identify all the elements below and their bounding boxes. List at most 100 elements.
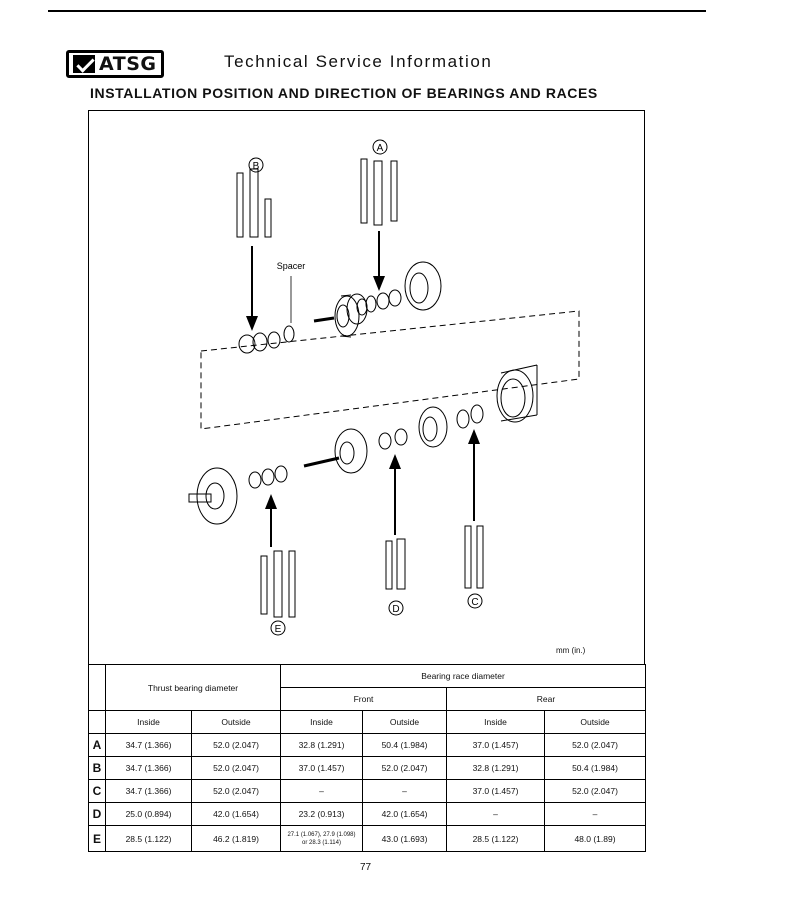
- cell: 43.0 (1.693): [362, 825, 447, 852]
- label-a-circle: [372, 139, 388, 155]
- arrowhead-c: [468, 429, 480, 444]
- planet-gear-bore: [339, 441, 355, 465]
- cell: 28.5 (1.122): [105, 825, 192, 852]
- front-header: Front: [280, 687, 447, 711]
- detail-b-bearing: [249, 168, 259, 238]
- cell: –: [362, 779, 447, 803]
- detail-e-bearing: [273, 550, 283, 618]
- detail-a-race1: [360, 158, 368, 224]
- label-d-circle: [388, 600, 404, 616]
- detail-d-race: [385, 540, 393, 590]
- drum-gear-top: [404, 261, 442, 311]
- label-e-circle: [270, 620, 286, 636]
- drum-gear-top-bore: [409, 272, 429, 304]
- header-title: Technical Service Information: [224, 52, 493, 71]
- thrust-header: Thrust bearing diameter: [105, 664, 281, 711]
- label-col-header: [88, 710, 106, 734]
- cell: –: [280, 779, 363, 803]
- cell: 37.0 (1.457): [280, 756, 363, 780]
- detail-a-race2: [390, 160, 398, 222]
- ring-gear-bore: [422, 416, 438, 442]
- drum-housing-edge: [500, 364, 538, 422]
- race-d1: [378, 432, 392, 450]
- planet-gear: [334, 428, 368, 474]
- label-c-circle: [467, 593, 483, 609]
- race-b1: [238, 334, 256, 354]
- cell: 50.4 (1.984): [362, 733, 447, 757]
- output-flange-bore: [205, 482, 225, 510]
- cell: 52.0 (2.047): [191, 756, 281, 780]
- cell: 37.0 (1.457): [446, 733, 545, 757]
- cell: 52.0 (2.047): [362, 756, 447, 780]
- diagram-frame: B A E D C Spacer: [88, 110, 645, 665]
- gear-teeth-inner: [356, 298, 368, 316]
- cell: 28.5 (1.122): [446, 825, 545, 852]
- front-outside-header: Outside: [362, 710, 447, 734]
- flange-stub: [188, 493, 212, 503]
- bearing-b: [252, 332, 268, 352]
- spacer-ring: [283, 325, 295, 343]
- cell: 46.2 (1.819): [191, 825, 281, 852]
- cell: 34.7 (1.366): [105, 733, 192, 757]
- output-flange: [196, 467, 238, 525]
- shaft: [313, 316, 335, 323]
- bearing-a: [376, 292, 390, 310]
- section-title: INSTALLATION POSITION AND DIRECTION OF B…: [90, 85, 598, 101]
- cell: 42.0 (1.654): [362, 802, 447, 826]
- cell: 23.2 (0.913): [280, 802, 363, 826]
- hub-edge: [340, 294, 352, 338]
- bearing-c: [470, 404, 484, 424]
- cell: –: [446, 802, 545, 826]
- atsg-logo: ATSG: [66, 50, 164, 78]
- race-c1: [456, 409, 470, 429]
- race-a1: [365, 295, 377, 313]
- drum-housing: [496, 369, 534, 423]
- corner-cell: [88, 664, 106, 711]
- cell: 52.0 (2.047): [543, 733, 647, 757]
- race-header: Bearing race diameter: [279, 664, 647, 688]
- arrowhead-e: [265, 494, 277, 509]
- bearing-spec-table: Thrust bearing diameter Bearing race dia…: [88, 664, 647, 852]
- row-label: D: [88, 802, 106, 826]
- label-b: B: [253, 161, 260, 172]
- detail-c-race: [464, 525, 472, 589]
- table-row: D 25.0 (0.894) 42.0 (1.654) 23.2 (0.913)…: [88, 802, 647, 826]
- detail-c-bearing: [476, 525, 484, 589]
- cell: 52.0 (2.047): [191, 733, 281, 757]
- label-e: E: [275, 624, 282, 635]
- exploded-bearing-diagram: B A E D C Spacer: [188, 139, 580, 636]
- cell: 50.4 (1.984): [543, 756, 647, 780]
- race-e2: [274, 465, 288, 483]
- cell: –: [543, 802, 647, 826]
- cell: 34.7 (1.366): [105, 756, 192, 780]
- thrust-inside-header: Inside: [105, 710, 192, 734]
- arrowhead-a: [373, 276, 385, 291]
- cell-line: 27.1 (1.067), 27.9 (1.098): [287, 831, 356, 838]
- ring-gear: [418, 406, 448, 448]
- logo-text: ATSG: [99, 53, 157, 75]
- cell: 52.0 (2.047): [543, 779, 647, 803]
- drum-housing-inner: [500, 378, 526, 418]
- cell: 34.7 (1.366): [105, 779, 192, 803]
- label-b-circle: [248, 157, 264, 173]
- arrowhead-b: [246, 316, 258, 331]
- detail-e-race1: [260, 555, 268, 615]
- page-number: 77: [360, 862, 372, 873]
- cell-multi: 27.1 (1.067), 27.9 (1.098) or 28.3 (1.11…: [280, 825, 363, 852]
- race-e1: [248, 471, 262, 489]
- hub-gear: [334, 295, 360, 337]
- race-b2: [267, 331, 281, 349]
- row-label: A: [88, 733, 106, 757]
- rear-header: Rear: [445, 687, 647, 711]
- table-row: E 28.5 (1.122) 46.2 (1.819) 27.1 (1.067)…: [88, 825, 647, 852]
- lower-shaft: [303, 456, 340, 468]
- detail-d-bearing: [396, 538, 406, 590]
- cell: 42.0 (1.654): [191, 802, 281, 826]
- top-rule: [48, 10, 706, 12]
- bearing-d: [394, 428, 408, 446]
- table-row: C 34.7 (1.366) 52.0 (2.047) – – 37.0 (1.…: [88, 779, 647, 803]
- front-inside-header: Inside: [280, 710, 363, 734]
- race-a2: [388, 289, 402, 307]
- detail-e-race2: [288, 550, 296, 618]
- cell: 48.0 (1.89): [543, 825, 647, 852]
